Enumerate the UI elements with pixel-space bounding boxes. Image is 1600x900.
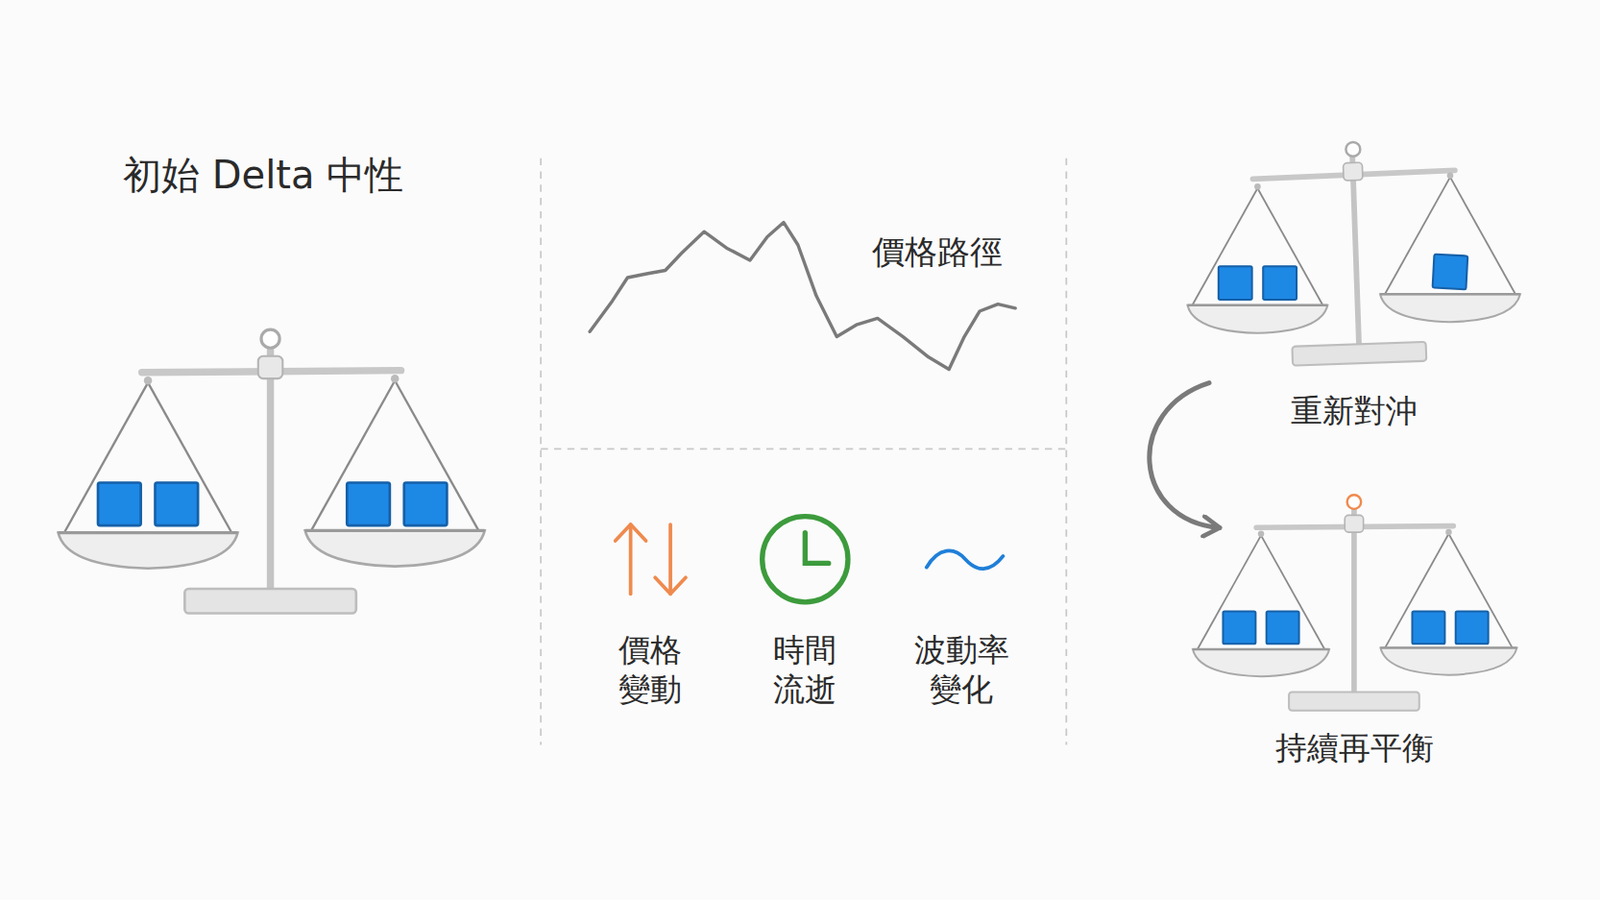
- balance-scale: [1192, 494, 1518, 710]
- text-label: 價格 變動: [616, 630, 685, 710]
- scale-group: 重新對沖: [1209, 132, 1521, 435]
- clock-icon: [762, 516, 849, 603]
- price-path: [589, 222, 1016, 370]
- price-change-icon: [615, 524, 686, 594]
- balance-scale: [58, 329, 485, 613]
- scale-caption: 持續再平衡: [1275, 727, 1434, 771]
- text-label: 價格路徑: [872, 231, 1003, 273]
- curved-arrow: [1149, 383, 1220, 529]
- text-label: 波動率 變化: [911, 630, 1012, 710]
- volatility-wave: [926, 550, 1004, 569]
- scale-group: 持續再平衡: [1219, 494, 1524, 771]
- balance-scale: [1187, 142, 1520, 367]
- separator: [540, 158, 1067, 746]
- text-label: 時間 流逝: [771, 630, 840, 710]
- diagram-title: 初始 Delta 中性: [122, 150, 404, 199]
- scale-caption: 重新對沖: [1290, 389, 1418, 434]
